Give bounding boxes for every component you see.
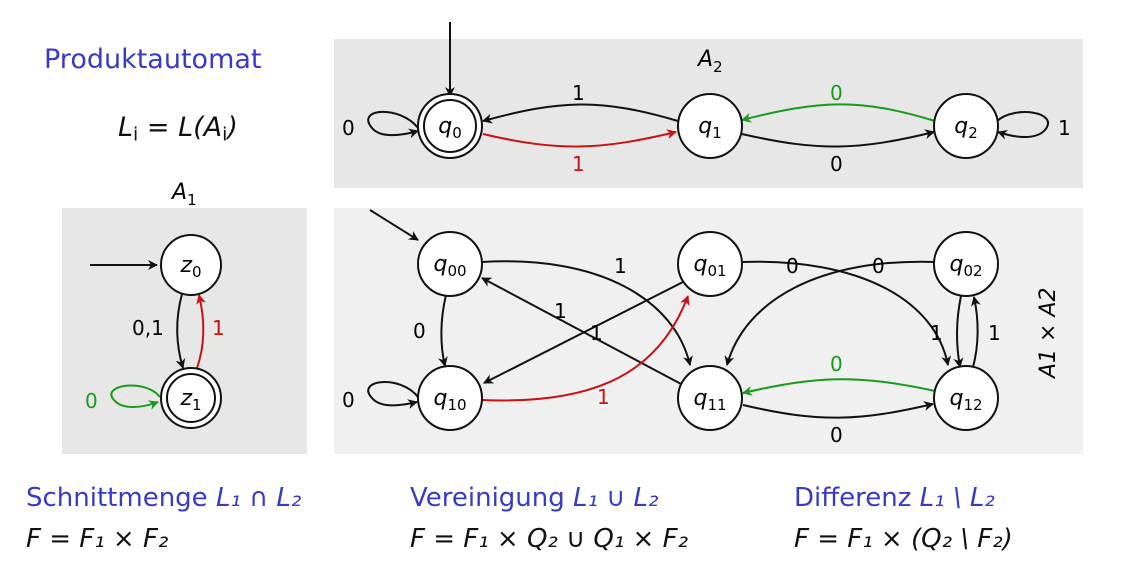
product-label: A1 × A2 bbox=[1036, 287, 1061, 380]
product-edge-q02-q12 bbox=[953, 295, 964, 368]
formula-union: F = F₁ × Q₂ ∪ Q₁ × F₂ bbox=[410, 524, 688, 554]
caption-intersection: Schnittmenge L₁ ∩ L₂ bbox=[26, 483, 302, 513]
product-edge-label: 0 bbox=[786, 254, 799, 278]
product-edge-label: 1 bbox=[930, 321, 943, 345]
product-edge-label: 1 bbox=[554, 299, 567, 323]
product-edge-q11-q00 bbox=[481, 277, 684, 386]
state-q01: q01 bbox=[677, 231, 743, 297]
a1-edge-label: 0 bbox=[85, 389, 98, 413]
a2-edge-q1-q0 bbox=[482, 103, 679, 124]
product-edge-q12-q11 bbox=[742, 378, 936, 396]
a2-edge-q0-q1 bbox=[482, 129, 677, 148]
state-q11: q11 bbox=[677, 365, 743, 431]
a2-loop-q2 bbox=[996, 111, 1049, 140]
product-edge-q02-q11 bbox=[724, 260, 937, 366]
caption-difference: Differenz L₁ \ L₂ bbox=[794, 483, 995, 513]
svg-text:q01: q01 bbox=[693, 252, 726, 280]
a2-edge-label: 0 bbox=[830, 81, 843, 105]
a1-edge-label: 1 bbox=[212, 316, 225, 340]
formula-difference: F = F₁ × (Q₂ \ F₂) bbox=[794, 524, 1013, 554]
state-q2: q2 bbox=[933, 93, 999, 159]
a2-edge-label: 1 bbox=[572, 81, 585, 105]
product-edge-label: 0 bbox=[872, 254, 885, 278]
state-q10: q10 bbox=[417, 365, 483, 431]
state-q0: q0 bbox=[417, 93, 483, 159]
a2-loop-q0 bbox=[367, 110, 419, 139]
a1-edge-z0-z1 bbox=[175, 293, 186, 369]
product-edge-q10-q01 bbox=[481, 295, 690, 402]
product-edge-label: 1 bbox=[614, 254, 627, 278]
product-edge-label: 1 bbox=[988, 321, 1001, 345]
product-edge-q01-q10 bbox=[483, 281, 684, 384]
page-title: Produktautomat bbox=[44, 44, 262, 75]
a2-edge-q1-q2 bbox=[741, 129, 935, 148]
product-edge-q00-q11 bbox=[481, 260, 693, 366]
a1-label: A1 bbox=[170, 180, 197, 209]
product-edge-label: 0 bbox=[413, 319, 426, 343]
state-z0: z0 bbox=[160, 234, 222, 296]
product-edge-label: 0 bbox=[830, 423, 843, 447]
product-edge-q01-q12 bbox=[740, 260, 952, 366]
product-start-arrow bbox=[369, 209, 419, 241]
product-edge-label: 1 bbox=[597, 385, 610, 409]
a1-edge-z1-z0 bbox=[196, 294, 206, 369]
a2-edge-label: 0 bbox=[830, 152, 843, 176]
product-edge-label: 0 bbox=[342, 388, 355, 412]
product-edge-label: 0 bbox=[830, 352, 843, 376]
formula-intersection: F = F₁ × F₂ bbox=[26, 524, 169, 554]
a2-edge-label: 1 bbox=[1058, 116, 1071, 140]
a2-label: A2 bbox=[696, 47, 723, 76]
product-edge-q12-q02 bbox=[971, 296, 981, 368]
a2-edge-label: 1 bbox=[572, 152, 585, 176]
a2-edge-q2-q1 bbox=[741, 103, 936, 123]
language-definition: Li = L(Ai) bbox=[118, 112, 238, 146]
caption-union: Vereinigung L₁ ∪ L₂ bbox=[410, 483, 659, 513]
a1-edge-label: 0,1 bbox=[132, 316, 164, 340]
product-edge-q11-q12 bbox=[742, 401, 934, 419]
state-q02: q02 bbox=[933, 231, 999, 297]
state-q00: q00 bbox=[417, 231, 483, 297]
product-loop-q10 bbox=[367, 381, 419, 409]
a2-edge-label: 0 bbox=[342, 116, 355, 140]
product-edge-q00-q10 bbox=[438, 294, 448, 367]
state-q12: q12 bbox=[933, 365, 999, 431]
a1-loop-z1 bbox=[110, 384, 161, 410]
state-z1: z1 bbox=[160, 367, 222, 429]
state-q1: q1 bbox=[677, 93, 743, 159]
product-edge-label: 1 bbox=[590, 321, 603, 345]
